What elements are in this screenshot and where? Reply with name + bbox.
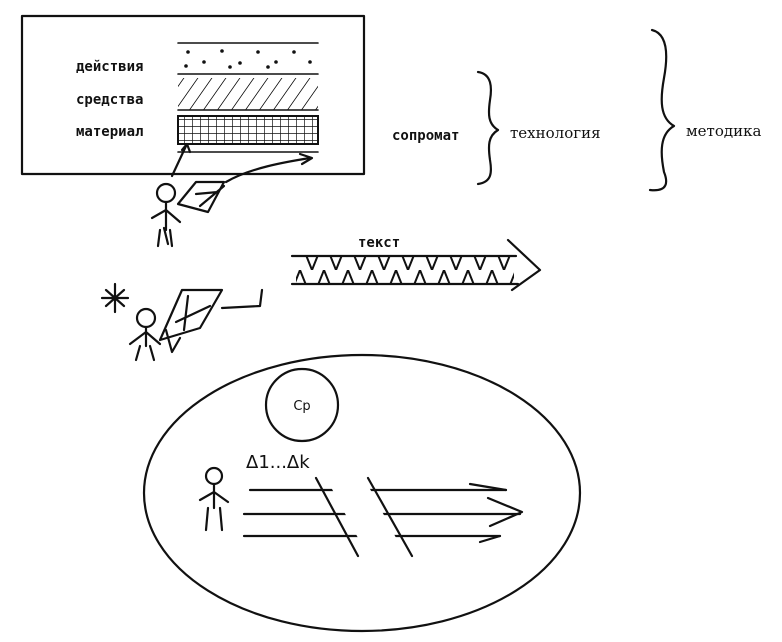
text-arrow xyxy=(290,238,542,292)
layer-means xyxy=(177,78,319,111)
stick-figure xyxy=(198,466,230,532)
diagonal-band xyxy=(314,476,414,558)
large-ellipse xyxy=(142,353,582,633)
label-sopromat: сопромат xyxy=(392,128,459,144)
circle-cp: Ср xyxy=(264,367,340,443)
parallelogram xyxy=(176,180,226,214)
layer-material xyxy=(177,115,319,153)
arrows-into-box xyxy=(170,142,314,184)
dots-pattern xyxy=(184,49,312,69)
label-text: текст xyxy=(358,235,400,251)
brace-icon xyxy=(476,70,500,186)
asterisk-icon xyxy=(100,282,130,314)
label-technology: технология xyxy=(510,124,601,142)
parallelogram xyxy=(158,288,264,354)
label-deltas: Δ1...Δk xyxy=(246,452,310,473)
label-actions: действия xyxy=(76,59,143,75)
layer-actions xyxy=(177,42,319,75)
stick-figure xyxy=(150,182,182,248)
label-means: средства xyxy=(76,92,143,108)
label-circle: Ср xyxy=(293,399,310,414)
stick-figure xyxy=(128,307,162,362)
label-methodology: методика xyxy=(686,122,761,140)
brace-icon xyxy=(648,28,676,192)
top-frame xyxy=(20,14,366,176)
label-material: материал xyxy=(76,124,143,140)
